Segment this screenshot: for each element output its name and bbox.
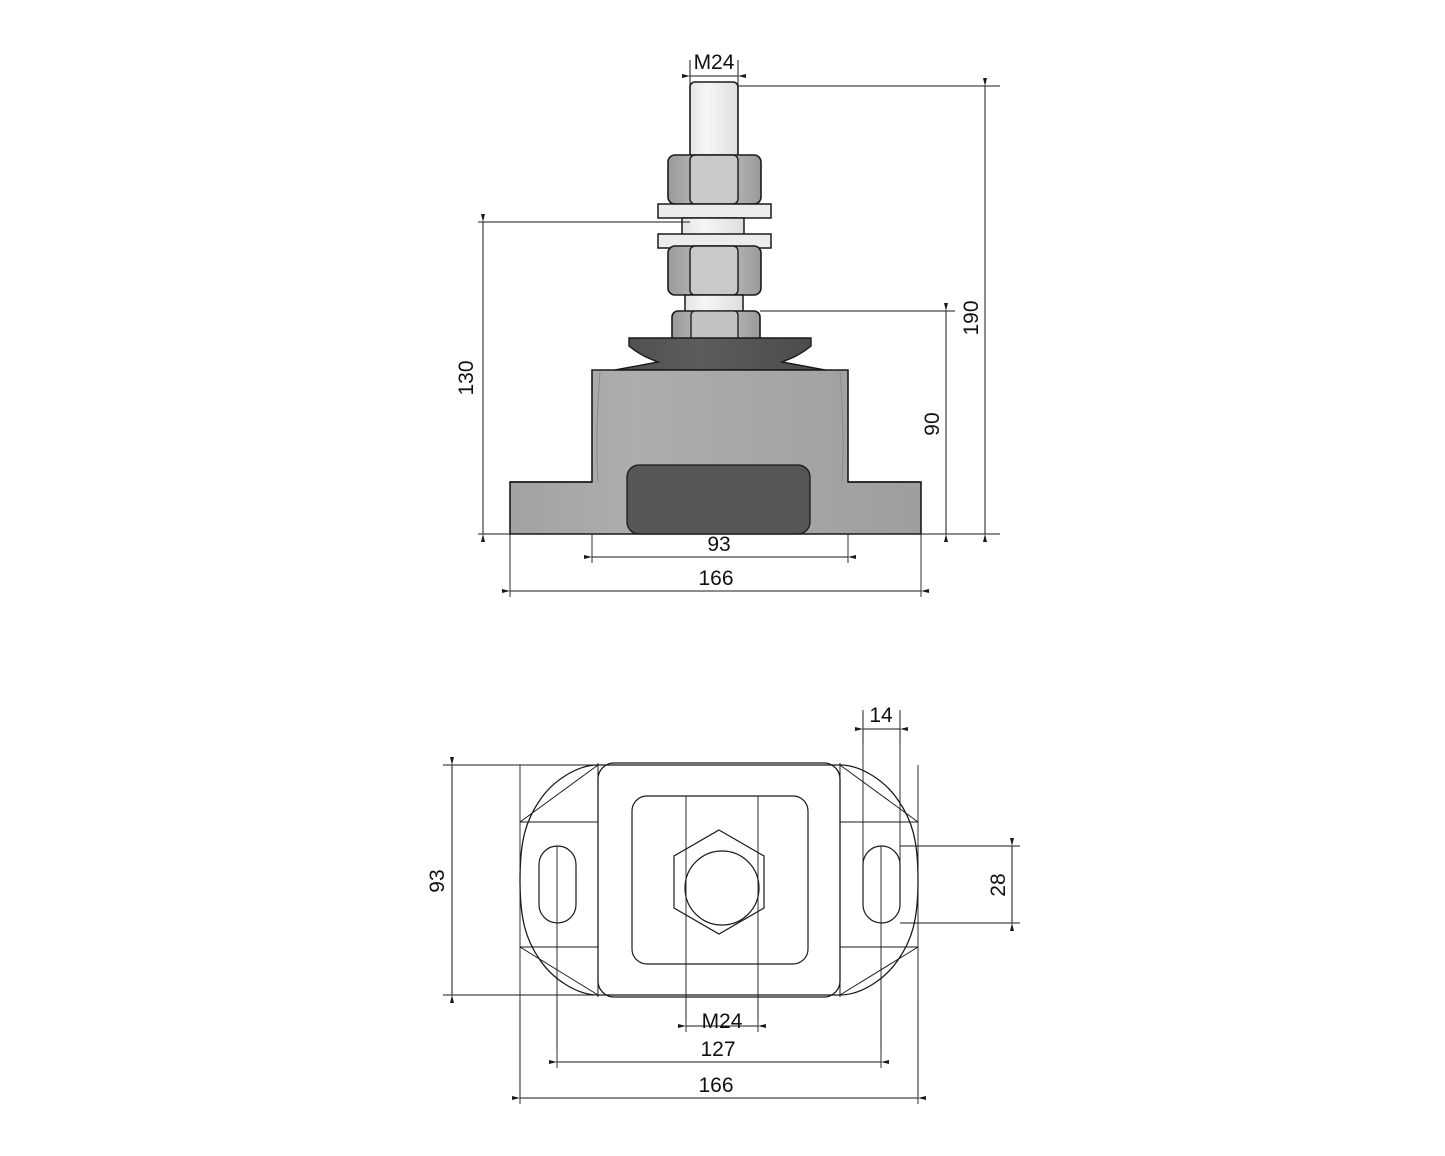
dim-label-m24-center: M24 <box>702 1010 743 1033</box>
center-boss-inner <box>631 795 809 965</box>
mounting-slot-right <box>862 845 901 924</box>
dim-label-m24-top: M24 <box>694 51 735 74</box>
dim-28-slot-length: 28 <box>900 838 1020 931</box>
dim-label-166-plan: 166 <box>698 1074 733 1097</box>
dim-label-166-front: 166 <box>698 567 733 590</box>
stud-bore-circle <box>684 850 760 926</box>
dim-label-90: 90 <box>921 412 944 435</box>
dim-label-28: 28 <box>987 873 1010 896</box>
plate-construction-lines <box>520 763 918 997</box>
stud-thread-top <box>689 81 739 167</box>
dim-127-bolt-spacing: 127 <box>549 1000 889 1068</box>
dim-90-base-height: 90 <box>760 303 955 542</box>
dim-label-93-front: 93 <box>707 533 730 556</box>
hex-nut-plan <box>673 829 765 935</box>
dim-label-127: 127 <box>700 1038 735 1061</box>
dim-label-130: 130 <box>455 360 478 395</box>
plate-outline <box>519 764 919 996</box>
front-elevation-view: M24 190 130 90 <box>455 51 1000 597</box>
plate-chamfer-lines <box>519 764 919 996</box>
dim-14-slot-width: 14 <box>855 704 908 744</box>
dim-label-14: 14 <box>869 704 893 727</box>
upper-lock-nut <box>667 154 762 205</box>
dim-166-overall-width-plan: 166 <box>512 1000 926 1104</box>
dim-label-190: 190 <box>960 300 983 335</box>
dim-label-93-plan: 93 <box>426 869 449 892</box>
dim-93-overall-depth: 93 <box>426 757 598 1003</box>
mounting-slot-left <box>538 845 577 924</box>
main-hex-nut <box>667 245 762 296</box>
dim-m24-top: M24 <box>682 51 746 90</box>
dim-130-mount-height: 130 <box>455 214 690 542</box>
center-boss-outer <box>597 762 841 998</box>
dim-93-body-width: 93 <box>584 533 856 563</box>
plan-top-view: 14 28 93 M24 <box>426 704 1020 1104</box>
upper-washer <box>657 203 772 219</box>
base-rubber-recess <box>626 464 811 535</box>
dim-m24-center: M24 <box>678 1000 766 1033</box>
dim-166-overall-width-front: 166 <box>502 534 929 597</box>
bottom-flange-nut <box>671 310 761 345</box>
